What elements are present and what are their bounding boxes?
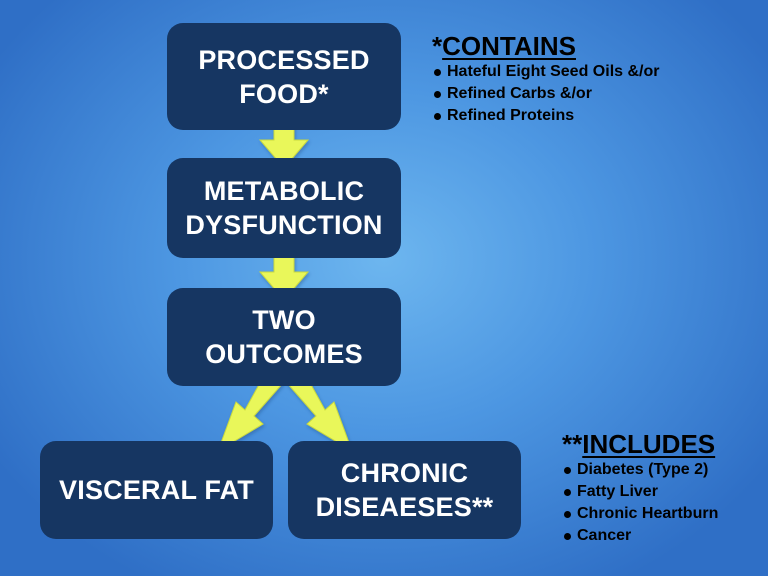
metabolic-dysfunction-box: METABOLIC DYSFUNCTION [167, 158, 401, 258]
list-item: Diabetes (Type 2) [562, 459, 718, 481]
includes-title-prefix: ** [562, 429, 583, 459]
includes-note: **INCLUDES Diabetes (Type 2) Fatty Liver… [562, 429, 718, 547]
includes-title: **INCLUDES [562, 429, 718, 459]
processed-food-line-1: PROCESSED [198, 44, 370, 75]
metabolic-dysfunction-line-2: DYSFUNCTION [185, 210, 383, 240]
contains-list: Hateful Eight Seed Oils &/or Refined Car… [432, 61, 659, 127]
list-item: Fatty Liver [562, 481, 718, 503]
processed-food-box: PROCESSED FOOD* [167, 23, 401, 130]
chronic-diseases-box: CHRONIC DISEAESES** [288, 441, 521, 539]
chronic-diseases-line-2: DISEAESES** [315, 492, 494, 522]
contains-item-text: Refined Carbs &/or [447, 85, 592, 102]
bullet-icon [564, 532, 571, 540]
list-item: Cancer [562, 525, 718, 547]
includes-item-text: Chronic Heartburn [577, 505, 719, 522]
includes-title-text: INCLUDES [582, 429, 716, 459]
chronic-diseases-line-1: CHRONIC [340, 458, 469, 488]
contains-title-text: CONTAINS [442, 31, 576, 61]
contains-item-text: Refined Proteins [447, 107, 575, 124]
list-item: Refined Proteins [432, 105, 659, 127]
list-item: Refined Carbs &/or [432, 83, 659, 105]
contains-note: *CONTAINS Hateful Eight Seed Oils &/or R… [432, 31, 659, 127]
contains-item-text: Hateful Eight Seed Oils &/or [447, 63, 660, 80]
processed-food-line-2: FOOD* [239, 78, 329, 109]
two-outcomes-line-2: OUTCOMES [205, 339, 363, 369]
metabolic-dysfunction-line-1: METABOLIC [203, 176, 365, 206]
visceral-fat-box: VISCERAL FAT [40, 441, 273, 539]
list-item: Chronic Heartburn [562, 503, 718, 525]
bullet-icon [564, 510, 571, 518]
arrow-outcomes-to-visceral [217, 369, 284, 453]
two-outcomes-line-1: TWO [252, 305, 316, 335]
includes-item-text: Fatty Liver [577, 483, 658, 500]
contains-title: *CONTAINS [432, 31, 659, 61]
bullet-icon [434, 90, 441, 98]
bullet-icon [434, 68, 441, 76]
bullet-icon [564, 488, 571, 496]
includes-item-text: Diabetes (Type 2) [577, 461, 709, 478]
bullet-icon [564, 466, 571, 474]
list-item: Hateful Eight Seed Oils &/or [432, 61, 659, 83]
two-outcomes-box: TWO OUTCOMES [167, 288, 401, 386]
includes-list: Diabetes (Type 2) Fatty Liver Chronic He… [562, 459, 718, 547]
visceral-fat-label: VISCERAL FAT [59, 475, 254, 505]
includes-item-text: Cancer [577, 527, 632, 544]
contains-title-prefix: * [432, 31, 443, 61]
bullet-icon [434, 112, 441, 120]
